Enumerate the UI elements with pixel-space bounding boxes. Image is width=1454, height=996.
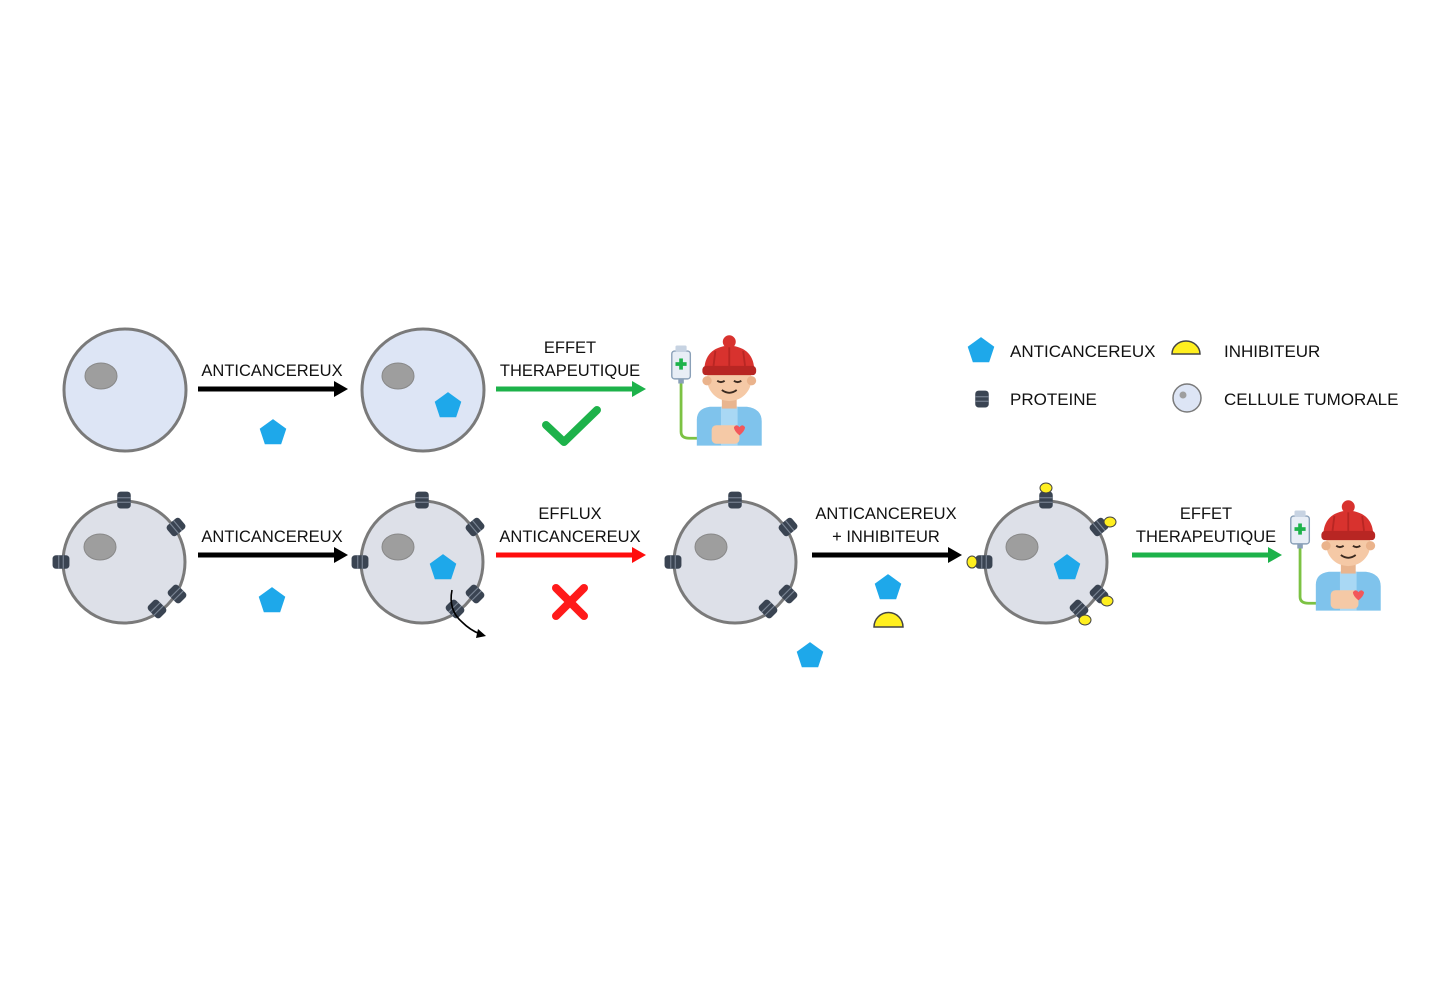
protein-icon <box>350 554 370 570</box>
protein-icon <box>727 490 743 510</box>
legend-cell-label: CELLULE TUMORALE <box>1224 390 1398 409</box>
bound-inhibitor-icon <box>966 555 978 569</box>
checkmark-icon <box>542 406 601 446</box>
arrow-label-effet-1: EFFET <box>544 339 596 357</box>
arrow-efflux-failure <box>496 547 646 563</box>
bound-inhibitor-icon <box>1039 482 1053 494</box>
nucleus <box>381 362 415 390</box>
efflux-arrow-icon <box>450 589 481 635</box>
sensitive-cell-2 <box>360 327 486 453</box>
legend-drug-label: ANTICANCEREUX <box>1010 342 1155 361</box>
resistant-cell-1 <box>51 490 189 625</box>
arrow-label-therapeutique-2: THERAPEUTIQUE <box>1136 528 1276 546</box>
bound-inhibitor-icon <box>1100 595 1114 607</box>
drug-icon <box>258 587 286 613</box>
arrow-label-anticancereux-3: ANTICANCEREUX <box>815 505 956 523</box>
patient-with-iv-drip-icon <box>1289 498 1383 613</box>
arrow-label-effet-2: EFFET <box>1180 505 1232 523</box>
nucleus <box>83 533 117 561</box>
arrow-drug-treatment-2 <box>198 547 348 563</box>
arrow-label-therapeutique-1: THERAPEUTIQUE <box>500 362 640 380</box>
arrow-therapeutic-effect-2 <box>1132 547 1282 563</box>
arrow-drug-plus-inhibitor <box>812 547 962 563</box>
legend-inhibitor-label: INHIBITEUR <box>1224 342 1320 361</box>
protein-icon <box>974 554 994 570</box>
resistant-cell-3 <box>663 490 800 625</box>
nucleus <box>84 362 118 390</box>
nucleus <box>694 533 728 561</box>
drug-icon <box>259 419 287 445</box>
arrow-label-efflux: EFFLUX <box>538 505 601 523</box>
legend-cell-icon <box>1172 383 1202 413</box>
cross-icon <box>552 584 588 620</box>
drug-icon <box>874 574 902 600</box>
resistant-cell-2-efflux <box>350 490 487 638</box>
legend: ANTICANCEREUX INHIBITEUR PROTEINE CELLUL… <box>967 337 1398 413</box>
legend-drug-icon <box>967 337 995 363</box>
legend-inhibitor-icon <box>1171 340 1201 355</box>
protein-icon <box>116 490 132 510</box>
arrow-drug-treatment-1 <box>198 381 348 397</box>
protein-icon <box>414 490 430 510</box>
inhibitor-icon <box>873 611 904 628</box>
arrow-label-anticancereux-1: ANTICANCEREUX <box>201 362 342 380</box>
expelled-drug-icon <box>796 642 824 668</box>
bound-inhibitor-icon <box>1078 614 1092 626</box>
nucleus <box>381 533 415 561</box>
patient-with-iv-drip-icon <box>670 333 764 448</box>
protein-icon <box>1038 490 1054 510</box>
protein-icon <box>663 554 683 570</box>
arrow-therapeutic-effect-1 <box>496 381 646 397</box>
bound-inhibitor-icon <box>1103 516 1117 528</box>
legend-protein-icon <box>974 389 990 409</box>
arrow-label-anticancereux-efflux: ANTICANCEREUX <box>499 528 640 546</box>
arrow-label-anticancereux-2: ANTICANCEREUX <box>201 528 342 546</box>
sensitive-cell-1 <box>62 327 188 453</box>
protein-icon <box>51 554 71 570</box>
nucleus <box>1005 533 1039 561</box>
legend-protein-label: PROTEINE <box>1010 390 1097 409</box>
resistant-cell-4-inhibited <box>966 482 1117 626</box>
arrow-label-plus-inhibiteur: + INHIBITEUR <box>832 528 940 546</box>
